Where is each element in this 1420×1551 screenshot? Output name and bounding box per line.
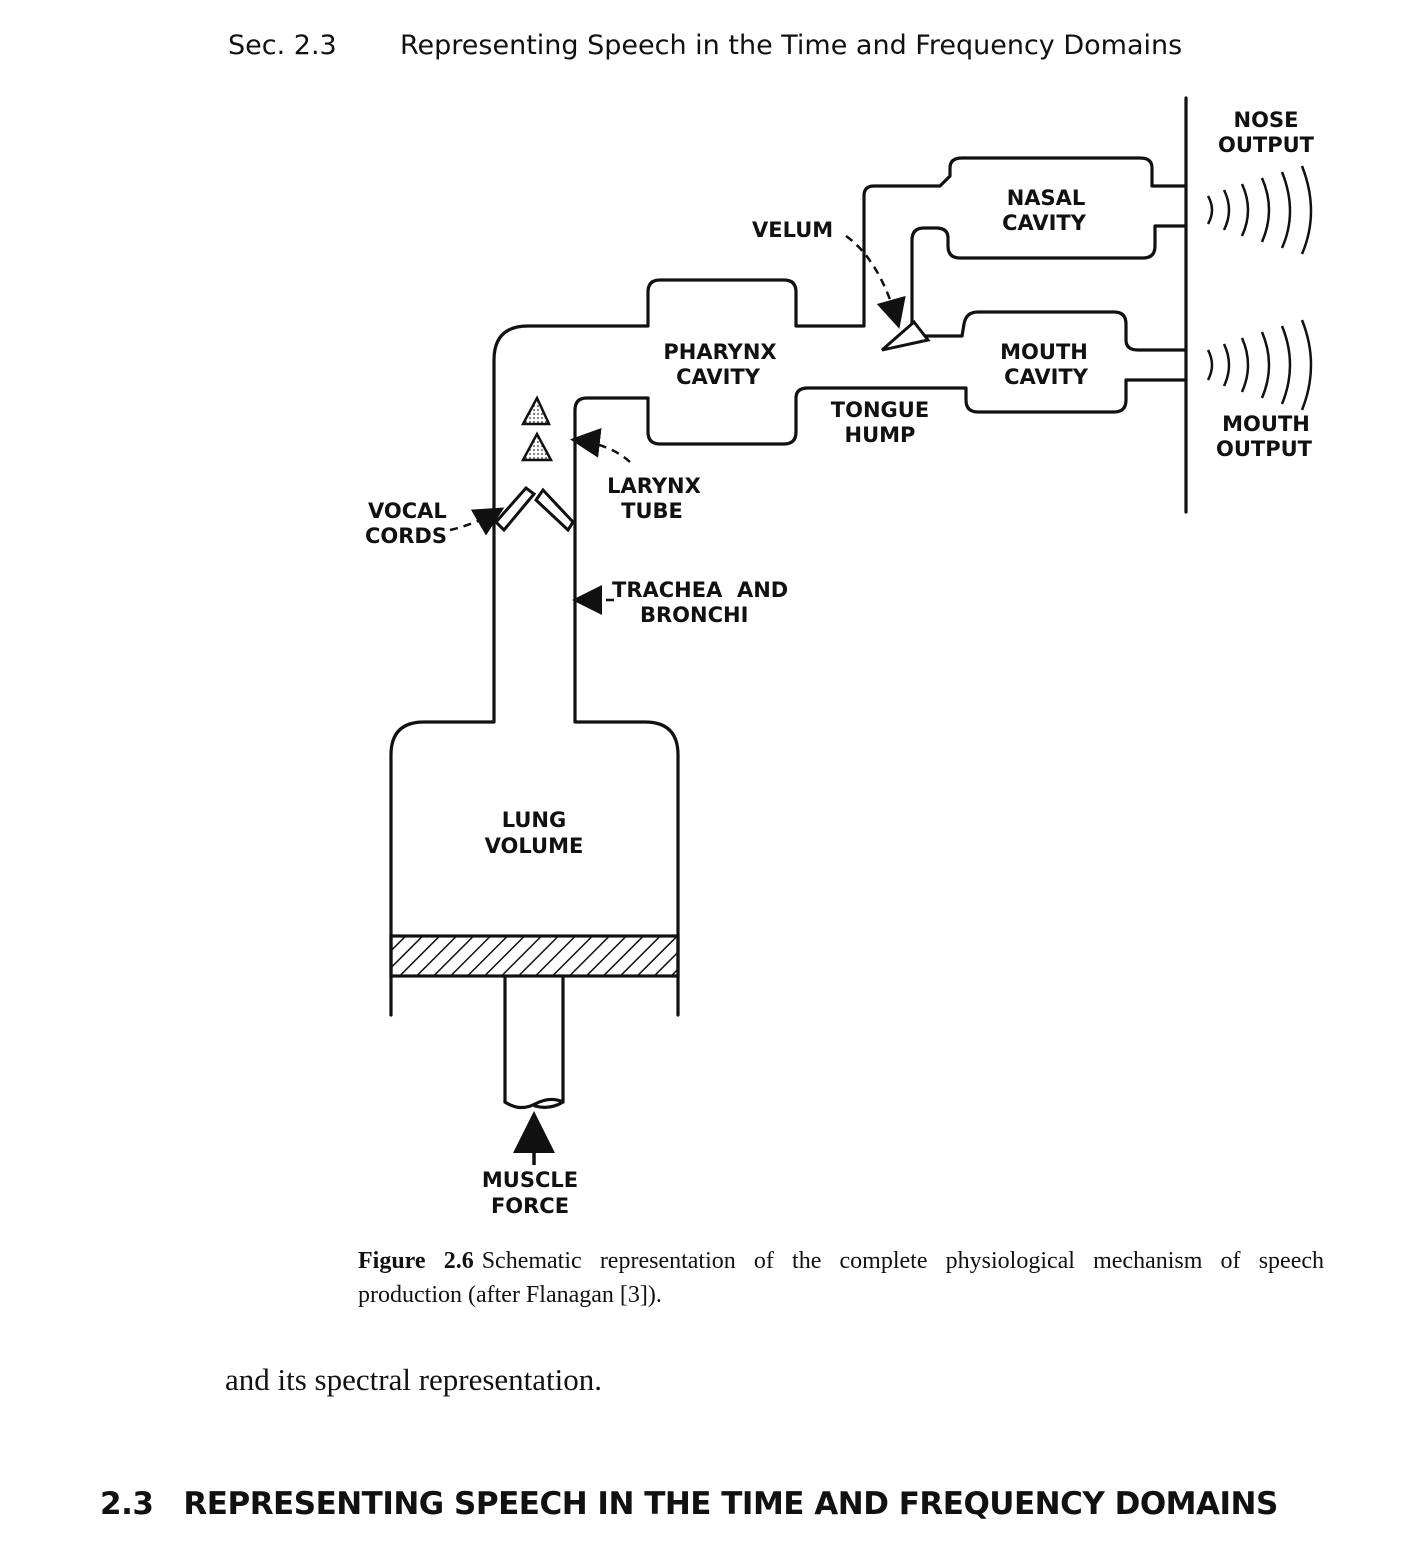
body-paragraph: and its spectral representation. [225,1362,603,1397]
velum-flap [881,319,931,352]
larynx-particles [520,395,554,462]
label-larynx-tube-2: TUBE [621,499,683,523]
label-muscle-force-1: MUSCLE [482,1168,578,1192]
label-tongue-hump-2: HUMP [845,423,916,447]
lung-volume-outline [389,156,1188,1017]
label-mouth-output-2: OUTPUT [1216,437,1313,461]
running-head-title: Representing Speech in the Time and Freq… [400,30,1183,61]
lung-right-outline [573,378,1188,1017]
section-number: 2.3 [100,1486,154,1522]
label-mouth-cavity-1: MOUTH [1000,340,1088,364]
label-mouth-output-1: MOUTH [1222,412,1310,436]
label-pharynx-cavity-1: PHARYNX [663,340,776,364]
label-lung-volume-2: VOLUME [485,834,584,858]
nasal-lower-wall [910,224,1188,332]
running-head: Sec. 2.3 Representing Speech in the Time… [228,24,1268,68]
label-nasal-cavity-1: NASAL [1007,186,1086,210]
figure-number: Figure 2.6 [358,1248,474,1274]
label-nasal-cavity-2: CAVITY [1002,211,1087,235]
larynx-leader [570,427,631,463]
velum-leader [845,234,906,329]
label-pharynx-cavity-2: CAVITY [676,365,761,389]
vocal-cords-shape [493,485,575,533]
label-trachea-bronchi-1: TRACHEA AND [612,578,788,602]
label-vocal-cords-1: VOCAL [368,499,447,523]
rod-end [503,1097,565,1110]
vocal-cords-leader [449,507,505,536]
label-trachea-bronchi-2: BRONCHI [640,603,748,627]
label-nose-output-1: NOSE [1234,108,1299,132]
label-nose-output-2: OUTPUT [1218,133,1315,157]
nose-output-waves [1206,165,1313,255]
label-larynx-tube-1: LARYNX [607,474,701,498]
label-tongue-hump-1: TONGUE [831,398,929,422]
mouth-upper-wall [910,310,1188,352]
label-muscle-force-2: FORCE [491,1194,569,1218]
section-heading: 2.3 REPRESENTING SPEECH IN THE TIME AND F… [100,1486,1300,1522]
label-vocal-cords-2: CORDS [365,524,447,548]
label-lung-volume-1: LUNG [502,808,567,832]
piston-diaphragm [389,934,680,978]
mouth-output-waves [1206,319,1313,411]
label-velum: VELUM [752,218,833,242]
figure-caption-text: Schematic representation of the complete… [358,1248,1325,1308]
section-title: REPRESENTING SPEECH IN THE TIME AND FREQ… [183,1486,1278,1522]
running-head-section: Sec. 2.3 [228,30,337,61]
label-mouth-cavity-2: CAVITY [1004,365,1089,389]
piston-rod [503,976,565,1104]
